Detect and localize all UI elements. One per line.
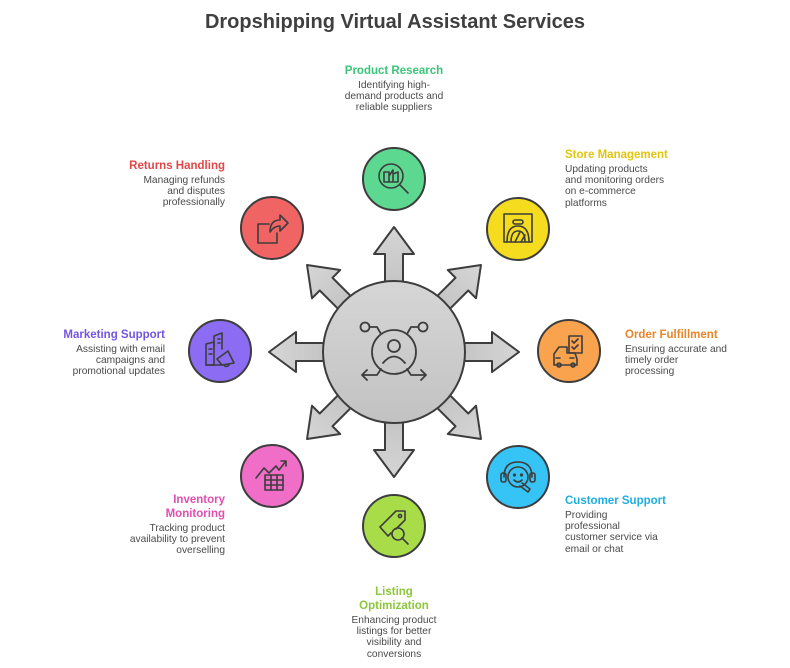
search-products-icon [378,163,409,194]
desc-line: customer service via [565,532,658,544]
listing-optimization-title: Listing Optimization [314,585,474,613]
node-customer-support [486,445,550,509]
node-marketing-support [188,319,252,383]
tag-search-icon [379,510,409,545]
customer-support-title: Customer Support [565,495,666,507]
inventory-monitoring-title: Inventory Monitoring [80,493,225,521]
order-fulfillment-desc: Ensuring accurate and timely order proce… [625,344,785,378]
headset-agent-icon [500,461,536,493]
desc-line: and disputes [167,186,225,198]
marketing-support-desc: Assisting with email campaigns and promo… [20,344,165,378]
returns-handling-desc: Managing refunds and disputes profession… [80,175,225,209]
desc-line: processing [625,366,675,378]
delivery-checklist-icon [553,335,583,368]
desc-line: conversions [366,648,422,660]
product-research-desc: Identifying high- demand products and re… [314,80,474,114]
hub-star [268,226,520,478]
label-inventory-monitoring: Inventory Monitoring Tracking product av… [80,493,225,557]
node-store-management [486,197,550,261]
order-fulfillment-title: Order Fulfillment [625,329,718,341]
megaphone-buildings-icon [205,332,235,368]
return-arrow-icon [257,214,289,244]
desc-line: Providing [565,510,608,521]
desc-line: professionally [162,197,225,209]
desc-line: Identifying high- [358,80,430,91]
node-order-fulfillment [537,319,601,383]
node-product-research [362,147,426,211]
listing-optimization-desc: Enhancing product listings for better vi… [314,615,474,660]
desc-line: Enhancing product [351,615,437,626]
label-marketing-support: Marketing Support Assisting with email c… [20,328,165,378]
label-returns-handling: Returns Handling Managing refunds and di… [80,159,225,209]
desc-line: platforms [565,197,607,209]
label-customer-support: Customer Support Providing professional … [565,494,725,555]
label-listing-optimization: Listing Optimization Enhancing product l… [314,585,474,660]
desc-line: demand products and [344,91,444,103]
desc-line: Assisting with email [76,344,165,355]
node-listing-optimization [362,494,426,558]
marketing-support-title: Marketing Support [63,329,165,341]
desc-line: promotional updates [72,366,165,378]
desc-line: Updating products [565,164,648,175]
desc-line: on e-commerce [565,186,636,198]
label-store-management: Store Management Updating products and m… [565,148,725,209]
desc-line: Ensuring accurate and [625,344,727,355]
title-line: Listing [375,586,413,598]
title-line: Inventory [173,494,225,506]
desc-line: professional [565,521,620,533]
returns-handling-title: Returns Handling [129,160,225,172]
node-inventory-monitoring [240,444,304,508]
desc-line: Managing refunds [143,175,225,186]
customer-support-desc: Providing professional customer service … [565,510,725,555]
desc-line: campaigns and [95,355,165,367]
desc-line: visibility and [366,637,422,649]
store-bag-icon [503,213,533,243]
title-line: Monitoring [165,508,225,520]
store-management-title: Store Management [565,149,668,161]
title-line: Optimization [359,600,429,612]
desc-line: Tracking product [149,523,226,534]
store-management-desc: Updating products and monitoring orders … [565,164,725,209]
desc-line: listings for better [356,626,432,638]
person-network-icon [359,321,429,381]
product-research-title: Product Research [344,65,444,77]
desc-line: and monitoring orders [565,175,665,187]
inventory-monitoring-desc: Tracking product availability to prevent… [80,523,225,557]
desc-line: overselling [176,545,225,557]
chart-table-icon [255,460,287,491]
label-product-research: Product Research Identifying high- deman… [314,64,474,114]
desc-line: email or chat [565,543,624,555]
node-returns-handling [240,196,304,260]
label-order-fulfillment: Order Fulfillment Ensuring accurate and … [625,328,785,378]
desc-line: availability to prevent [129,534,225,546]
desc-line: reliable suppliers [355,102,433,114]
desc-line: timely order [625,355,679,367]
page-title: Dropshipping Virtual Assistant Services [204,11,586,33]
